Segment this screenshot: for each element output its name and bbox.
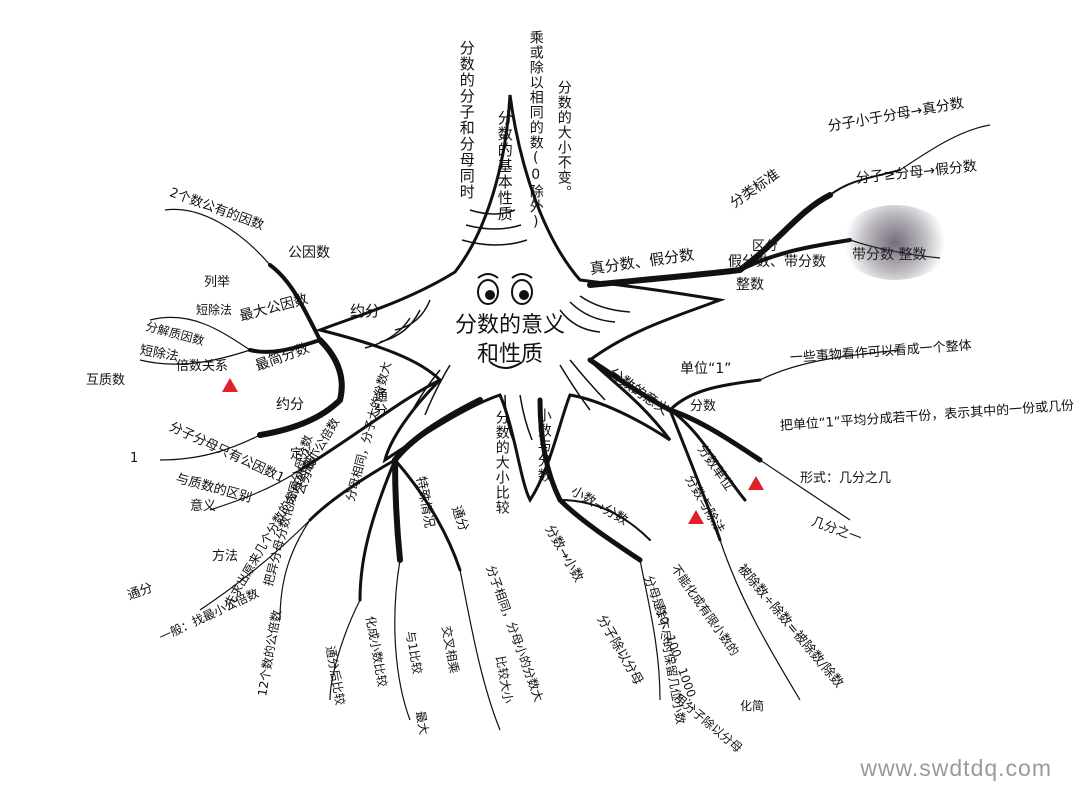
center-title: 分数的意义 和性质 <box>455 312 565 369</box>
ur-smudged-text: 带分数 整数 <box>852 247 927 263</box>
unit-one: 单位“1” <box>680 361 732 377</box>
left-leaf-6: 倍数关系 <box>176 359 229 374</box>
ur-leaf-4: 整数 <box>736 277 764 293</box>
left-leaf-2: 列举 <box>204 275 231 290</box>
left-branch: 约分 <box>350 302 381 320</box>
left-leaf-4: 短除法 <box>196 303 233 317</box>
bl-leaf-3: 方法 <box>212 549 239 564</box>
left-sub-4: 约分 <box>276 397 304 413</box>
red-flag-mid <box>688 510 704 524</box>
red-flag-left <box>222 378 238 392</box>
center-line-1: 分数的意义 <box>455 313 566 338</box>
bottom-leaf-6: 最大 <box>413 709 432 736</box>
br-branch: 小数与分数 <box>535 408 552 483</box>
top-text-right: 乘或除以相同的数(0除外) <box>527 30 544 231</box>
left-leaf-10: 定义 <box>290 447 317 462</box>
top-text-left: 分数的分子和分母同时 <box>457 40 476 200</box>
br-leaf-6: 化简 <box>740 699 765 713</box>
star-face <box>477 273 533 369</box>
bl-branch: 通分 <box>371 388 388 418</box>
watermark: www.swdtdq.com <box>860 755 1052 781</box>
star-hatching <box>364 209 631 441</box>
form: 形式：几分之几 <box>800 471 892 486</box>
ur-leaf-3: 假分数、带分数 <box>728 254 826 270</box>
meaning: 分数 <box>690 399 717 414</box>
ur-branch-c: 区分 <box>752 239 779 254</box>
left-leaf-11: 1 <box>130 451 139 466</box>
left-sub-1: 公因数 <box>288 245 330 261</box>
red-flag-right <box>748 476 764 490</box>
top-stem-label: 分数的基本性质 <box>495 110 514 222</box>
bl-leaf-6: 意义 <box>190 499 217 514</box>
bottom-stem: 分数的大小比较 <box>493 410 510 515</box>
star-body <box>314 94 726 503</box>
center-line-2: 和性质 <box>476 341 543 367</box>
main-branches <box>248 169 901 602</box>
left-leaf-7: 互质数 <box>86 373 126 388</box>
top-text-right2: 分数的大小不变。 <box>555 80 572 200</box>
ink-smudge <box>840 205 950 280</box>
